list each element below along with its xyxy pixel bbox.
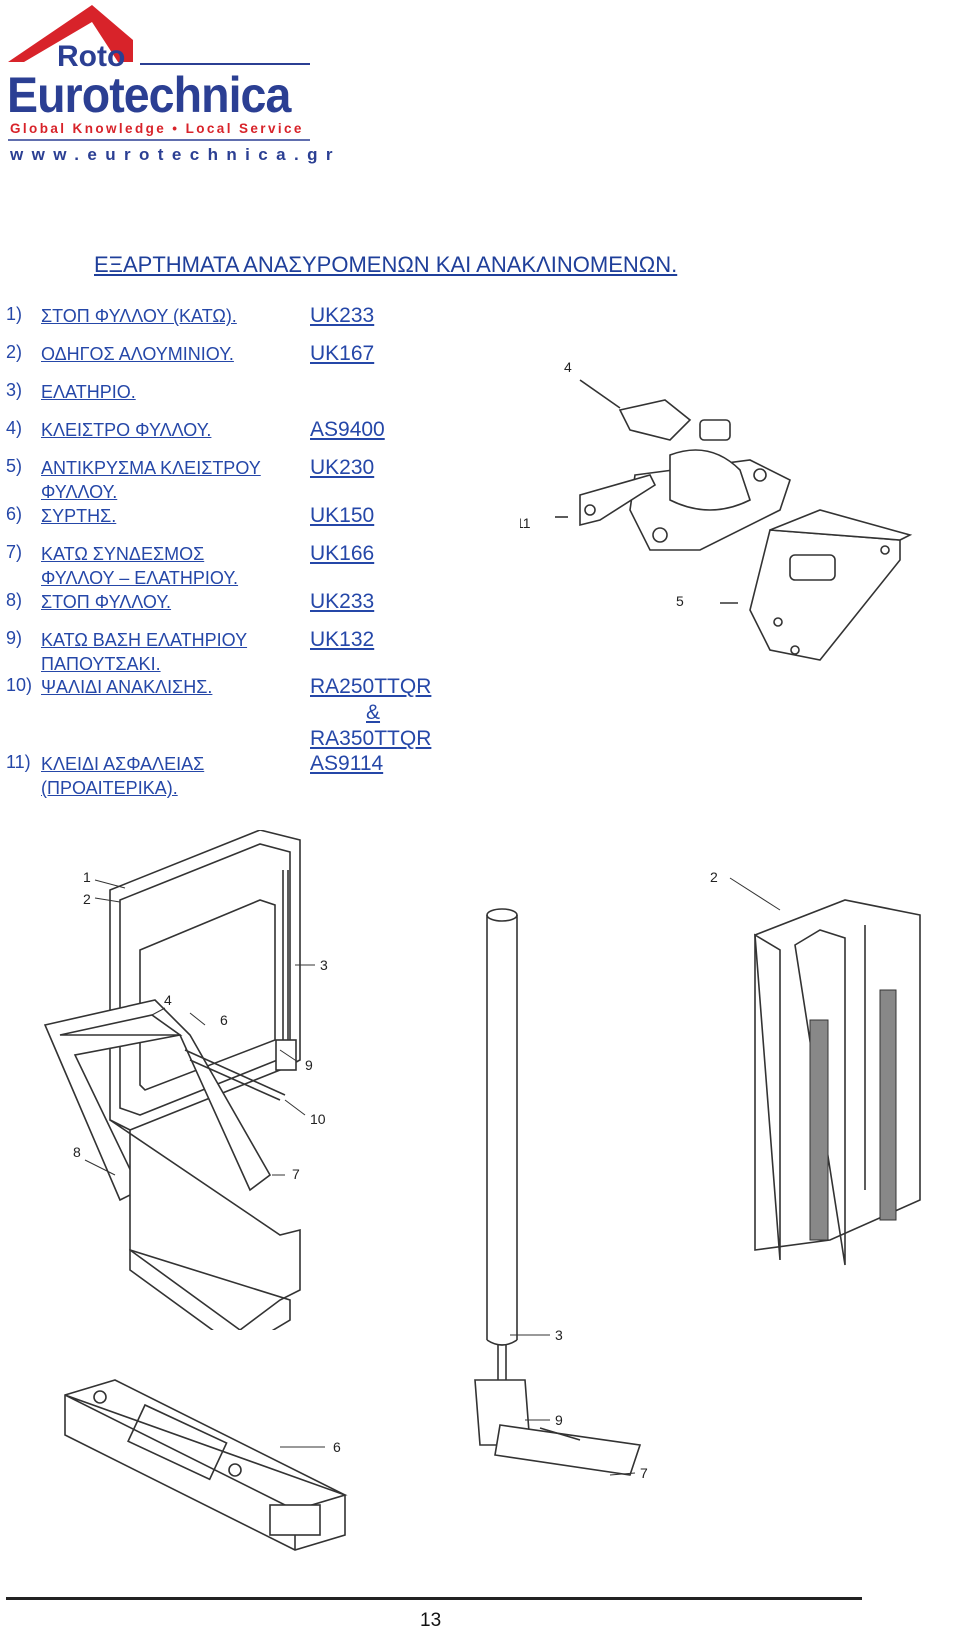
item-number: 3) [6, 380, 23, 400]
item-number: 9) [6, 628, 23, 648]
item-number: 4) [6, 418, 23, 438]
item-label: ΣΤΟΠ ΦΥΛΛΟΥ (ΚΑΤΩ). [41, 306, 237, 326]
footer-divider [6, 1597, 862, 1600]
item-code: AS9114 [310, 752, 384, 775]
callout-3: 3 [555, 1327, 563, 1343]
item-code: UK230 [310, 456, 375, 479]
callout-9: 9 [305, 1057, 313, 1073]
item-label: ΟΔΗΓΟΣ ΑΛΟΥΜΙΝΙΟΥ. [41, 344, 234, 364]
item-code: RA250TTQR [310, 675, 432, 698]
spring-drawing: 3 9 7 [474, 908, 648, 1481]
callout-6: 6 [333, 1439, 341, 1455]
item-code: AS9400 [310, 418, 385, 441]
company-logo [0, 0, 320, 170]
callout-1: 1 [83, 869, 91, 885]
item-code-separator: & [366, 701, 381, 724]
item-label: ΣΥΡΤΗΣ. [41, 506, 117, 526]
callout-4: 4 [564, 360, 572, 375]
window-assembly-drawing: 1 2 3 4 6 9 10 8 7 [43, 830, 328, 1330]
guide-profile-drawing: 2 [710, 870, 921, 1266]
item-label: ΚΛΕΙΔΙ ΑΣΦΑΛΕΙΑΣ (ΠΡΟΑΙΤΕΡΙΚΑ). [41, 754, 205, 798]
callout-3: 3 [320, 957, 328, 973]
item-code-alt: RA350TTQR [310, 727, 432, 750]
item-label: ΚΑΤΩ ΒΑΣΗ ΕΛΑΤΗΡΙΟΥ ΠΑΠΟΥΤΣΑΚΙ. [41, 630, 248, 674]
item-number: 7) [6, 542, 23, 562]
item-number: 10) [6, 675, 33, 695]
item-label: ΚΑΤΩ ΣΥΝΔΕΣΜΟΣ ΦΥΛΛΟΥ – ΕΛΑΤΗΡΙΟΥ. [41, 544, 239, 588]
item-code: UK233 [310, 590, 375, 613]
latch-drawing: 4 11 5 [520, 360, 913, 661]
logo-brand-text: Eurotechnica [7, 67, 291, 123]
callout-10: 10 [310, 1111, 326, 1127]
item-label: ΣΤΟΠ ΦΥΛΛΟΥ. [41, 592, 172, 612]
item-code: UK167 [310, 342, 375, 365]
callout-7: 7 [640, 1465, 648, 1481]
item-code: UK233 [310, 304, 375, 327]
item-number: 2) [6, 342, 23, 362]
item-number: 6) [6, 504, 23, 524]
item-code: UK132 [310, 628, 375, 651]
item-number: 1) [6, 304, 23, 324]
logo-roof-icon [8, 5, 310, 141]
slider-drawing: 6 [64, 1379, 348, 1551]
page-number: 13 [420, 1610, 442, 1631]
item-label: ΑΝΤΙΚΡΥΣΜΑ ΚΛΕΙΣΤΡΟΥ ΦΥΛΛΟΥ. [41, 458, 261, 502]
callout-7: 7 [292, 1166, 300, 1182]
item-label: ΨΑΛΙΔΙ ΑΝΑΚΛΙΣΗΣ. [41, 677, 213, 697]
logo-tagline: Global Knowledge • Local Service [10, 121, 304, 136]
page-title: ΕΞΑΡΤΗΜΑΤΑ ΑΝΑΣΥΡΟΜΕΝΩΝ ΚΑΙ ΑΝΑΚΛΙΝΟΜΕΝΩ… [94, 252, 678, 277]
callout-9: 9 [555, 1412, 563, 1428]
item-code: UK150 [310, 504, 375, 527]
item-label: ΚΛΕΙΣΤΡΟ ΦΥΛΛΟΥ. [41, 420, 212, 440]
callout-2: 2 [83, 891, 91, 907]
callout-2: 2 [710, 870, 718, 885]
item-number: 5) [6, 456, 23, 476]
item-code: UK166 [310, 542, 375, 565]
callout-4: 4 [164, 992, 172, 1008]
logo-url: www.eurotechnica.gr [10, 145, 341, 164]
item-number: 8) [6, 590, 23, 610]
callout-11: 11 [520, 515, 531, 531]
callout-6: 6 [220, 1012, 228, 1028]
item-label: ΕΛΑΤΗΡΙΟ. [41, 382, 136, 402]
callout-8: 8 [73, 1144, 81, 1160]
callout-5: 5 [676, 593, 684, 609]
logo-roto-text: Roto [57, 40, 126, 73]
item-number: 11) [6, 752, 31, 772]
